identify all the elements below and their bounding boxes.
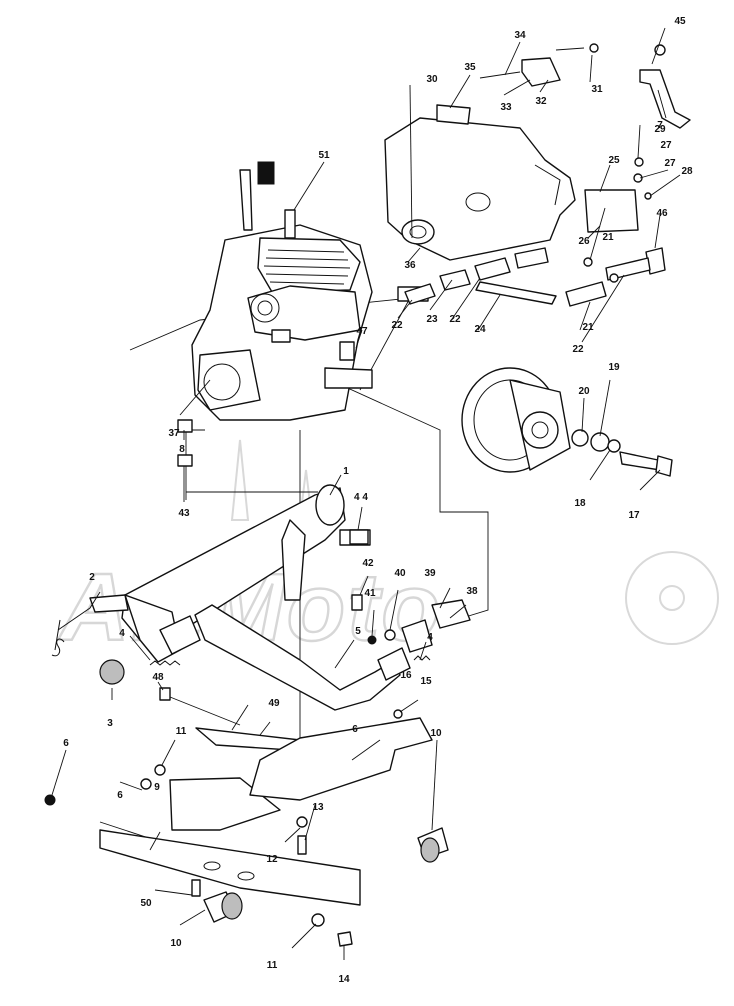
callout-23: 23 bbox=[426, 314, 438, 325]
callout-15: 15 bbox=[420, 676, 432, 687]
watermark-wheel-hub bbox=[659, 585, 685, 611]
intake-tubes bbox=[404, 247, 651, 307]
callout-13: 13 bbox=[312, 802, 324, 813]
air-box bbox=[384, 43, 691, 275]
callout-48: 48 bbox=[152, 672, 164, 683]
mount-plates bbox=[44, 529, 449, 947]
callout-33: 33 bbox=[500, 102, 512, 113]
callout-17: 17 bbox=[628, 510, 640, 521]
callout-5: 5 bbox=[355, 626, 361, 637]
springs bbox=[51, 419, 431, 701]
callout-6a: 6 bbox=[63, 738, 69, 749]
callout-22c: 22 bbox=[572, 344, 584, 355]
callout-29: 29 bbox=[654, 124, 666, 135]
callout-32: 32 bbox=[535, 96, 547, 107]
callout-4b: 4 bbox=[427, 632, 433, 643]
leader-lines bbox=[51, 27, 681, 960]
callout-7: 7 bbox=[657, 120, 663, 131]
callout-40: 40 bbox=[394, 568, 406, 579]
callout-8: 8 bbox=[179, 444, 185, 455]
callout-2: 2 bbox=[89, 572, 95, 583]
callout-6b: 6 bbox=[117, 790, 123, 801]
callout-31: 31 bbox=[591, 84, 603, 95]
callout-24: 24 bbox=[474, 324, 486, 335]
callout-labels: 51 30 35 33 34 32 31 45 7 25 29 27 27 28… bbox=[63, 16, 693, 985]
callout-27a: 27 bbox=[660, 140, 672, 151]
callout-43: 43 bbox=[178, 508, 190, 519]
callout-19: 19 bbox=[608, 362, 620, 373]
callout-39: 39 bbox=[424, 568, 436, 579]
callout-9: 9 bbox=[154, 782, 160, 793]
watermark-wheel bbox=[625, 551, 719, 645]
callout-11a: 11 bbox=[176, 726, 187, 737]
callout-42: 42 bbox=[362, 558, 374, 569]
callout-25: 25 bbox=[608, 155, 620, 166]
callout-37: 37 bbox=[168, 428, 180, 439]
engine bbox=[191, 161, 429, 421]
callout-27b: 27 bbox=[664, 158, 676, 169]
callout-35: 35 bbox=[464, 62, 476, 73]
callout-14: 14 bbox=[338, 974, 350, 985]
callout-34: 34 bbox=[514, 30, 526, 41]
callout-22b: 22 bbox=[449, 314, 461, 325]
callout-11b: 11 bbox=[267, 960, 278, 971]
callout-22a: 22 bbox=[391, 320, 403, 331]
clutch bbox=[461, 367, 673, 477]
callout-45: 45 bbox=[674, 16, 686, 27]
callout-3: 3 bbox=[107, 718, 113, 729]
callout-50: 50 bbox=[140, 898, 152, 909]
callout-1: 1 bbox=[343, 466, 349, 477]
callout-16: 16 bbox=[400, 670, 412, 681]
callout-26: 26 bbox=[578, 236, 590, 247]
callout-12: 12 bbox=[266, 854, 278, 865]
callout-46: 46 bbox=[656, 208, 668, 219]
callout-36: 36 bbox=[404, 260, 416, 271]
exhaust bbox=[121, 484, 471, 711]
callout-10a: 10 bbox=[170, 938, 182, 949]
callout-44: 4 4 bbox=[354, 492, 368, 503]
callout-30: 30 bbox=[426, 74, 438, 85]
callout-4a: 4 bbox=[119, 628, 125, 639]
callout-6c: 6 bbox=[352, 724, 358, 735]
callout-51: 51 bbox=[318, 150, 330, 161]
callout-38: 38 bbox=[466, 586, 478, 597]
callout-49: 49 bbox=[268, 698, 280, 709]
callout-28: 28 bbox=[681, 166, 693, 177]
callout-47: 47 bbox=[356, 326, 368, 337]
callout-21a: 21 bbox=[602, 232, 614, 243]
callout-10b: 10 bbox=[430, 728, 442, 739]
callout-41: 41 bbox=[364, 588, 376, 599]
callout-20: 20 bbox=[578, 386, 590, 397]
callout-18: 18 bbox=[574, 498, 586, 509]
callout-21b: 21 bbox=[582, 322, 594, 333]
